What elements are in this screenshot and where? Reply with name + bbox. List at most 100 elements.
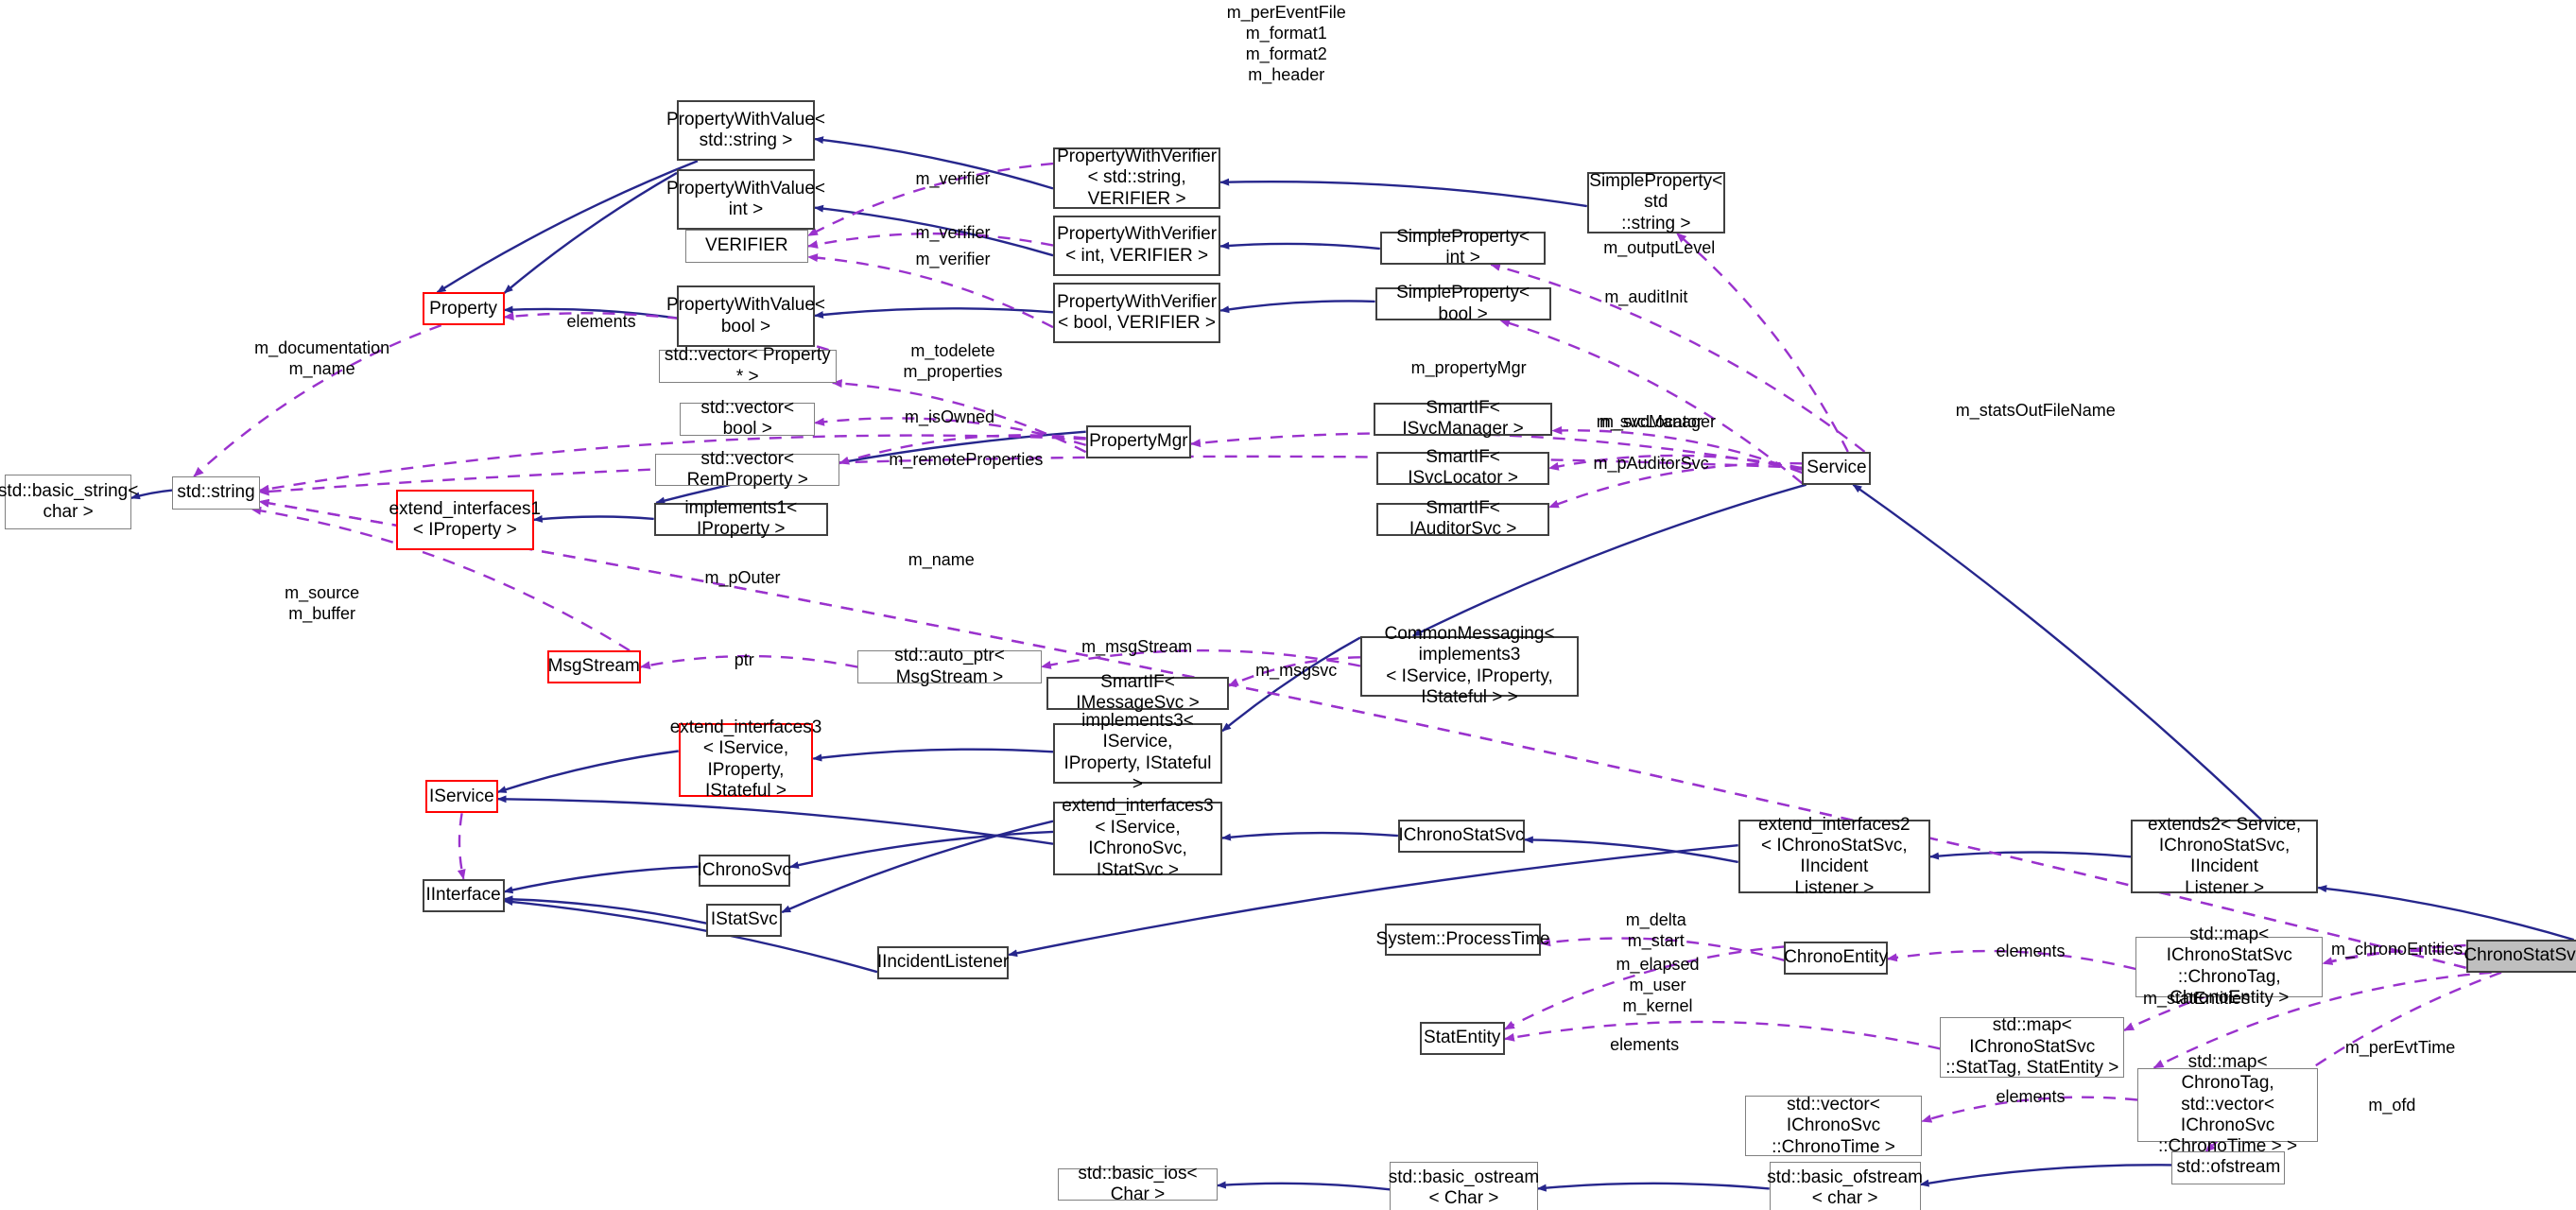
class-node-implements3ServiceProperty[interactable]: implements3< IService, IProperty, IState…	[1052, 711, 1222, 794]
class-node-vectorChronoTime[interactable]: std::vector< IChronoSvc ::ChronoTime >	[1744, 1095, 1923, 1157]
edge-propertyWithVerifierBool-to-propertyWithValueBool	[814, 307, 1054, 319]
edge-label-msgsvc: m_msgsvc	[1255, 660, 1338, 680]
edge-extends2-to-service	[1852, 483, 2262, 821]
class-node-stdBasicIosChar[interactable]: std::basic_ios< Char >	[1058, 1164, 1218, 1204]
class-node-commonMessaging[interactable]: CommonMessaging< implements3 < IService,…	[1359, 624, 1580, 707]
class-node-statEntity[interactable]: StatEntity	[1419, 1021, 1505, 1055]
class-node-property[interactable]: Property	[422, 292, 505, 326]
edge-extendInterfaces2-to-iChronoStatSvc	[1523, 836, 1738, 864]
edge-propertyWithValueInt-to-property	[503, 171, 678, 294]
class-node-smartIfMessageSvc[interactable]: SmartIF< IMessageSvc >	[1046, 672, 1229, 713]
class-node-mapChronoTagVector[interactable]: std::map< ChronoTag, std::vector< IChron…	[2136, 1052, 2319, 1156]
edge-label-auditInit: m_auditInit	[1604, 287, 1688, 307]
class-node-smartIfSvcManager[interactable]: SmartIF< ISvcManager >	[1373, 398, 1553, 439]
edge-iService-to-iInterface	[457, 813, 466, 880]
edge-iChronoStatSvc-to-extendInterfaces3ChronoStat	[1221, 831, 1398, 841]
class-node-propertyWithValueInt[interactable]: PropertyWithValue< int >	[666, 169, 825, 231]
edge-label-elementsVector: elements	[1996, 1087, 2066, 1107]
edge-stdBasicOstream-to-stdBasicIosChar	[1216, 1181, 1391, 1191]
class-node-stdBasicOfstream[interactable]: std::basic_ofstream < char >	[1767, 1161, 1923, 1210]
class-node-chronoEntity[interactable]: ChronoEntity	[1784, 941, 1888, 975]
class-node-chronoStatSvc[interactable]: ChronoStatSvc	[2464, 940, 2576, 973]
class-node-propertyWithValueString[interactable]: PropertyWithValue< std::string >	[666, 100, 825, 162]
edge-simplePropertyInt-to-propertyWithVerifierInt	[1219, 241, 1380, 251]
edge-label-isOwned: m_isOwned	[904, 406, 995, 426]
class-node-stdString[interactable]: std::string	[172, 475, 260, 510]
class-node-propertyWithVerifierInt[interactable]: PropertyWithVerifier < int, VERIFIER >	[1052, 215, 1221, 276]
class-node-iService[interactable]: IService	[425, 780, 498, 814]
class-node-iStatSvc[interactable]: IStatSvc	[706, 903, 783, 937]
class-node-mapStatTagStatEntity[interactable]: std::map< IChronoStatSvc ::StatTag, Stat…	[1940, 1015, 2125, 1078]
edge-implements3ServiceProperty-to-extendInterfaces3ServiceProperty	[812, 748, 1054, 762]
class-node-iChronoSvc[interactable]: IChronoSvc	[698, 854, 791, 888]
class-node-propertyWithVerifierString[interactable]: PropertyWithVerifier < std::string, VERI…	[1052, 147, 1221, 209]
class-node-verifier[interactable]: VERIFIER	[684, 230, 809, 264]
class-node-stdOfstream[interactable]: std::ofstream	[2171, 1151, 2286, 1184]
class-node-propertyMgr[interactable]: PropertyMgr	[1085, 425, 1191, 458]
edge-label-verifierLabel3: m_verifier	[915, 250, 991, 269]
edge-simplePropertyString-to-propertyWithVerifierString	[1219, 178, 1587, 208]
class-node-implements1IProperty[interactable]: implements1< IProperty >	[653, 498, 828, 539]
class-node-autoPtrMsgStream[interactable]: std::auto_ptr< MsgStream >	[857, 646, 1042, 687]
class-node-extendInterfaces1[interactable]: extend_interfaces1 < IProperty >	[389, 489, 541, 551]
class-node-vectorRemProperty[interactable]: std::vector< RemProperty >	[655, 449, 840, 490]
class-node-propertyWithVerifierBool[interactable]: PropertyWithVerifier < bool, VERIFIER >	[1052, 282, 1221, 344]
edge-label-sourceBuffer: m_source m_buffer	[285, 582, 360, 623]
class-node-extends2[interactable]: extends2< Service, IChronoStatSvc, IInci…	[2131, 815, 2319, 898]
edge-simplePropertyBool-to-propertyWithVerifierBool	[1219, 300, 1375, 314]
class-node-iIncidentListener[interactable]: IIncidentListener	[877, 946, 1009, 979]
edge-extendInterfaces3ServiceProperty-to-iService	[496, 750, 679, 794]
edge-implements1IProperty-to-extendInterfaces1	[532, 514, 654, 523]
class-node-simplePropertyInt[interactable]: SimpleProperty< int >	[1379, 227, 1547, 268]
edge-label-pOuter: m_pOuter	[704, 568, 781, 588]
class-node-iInterface[interactable]: IInterface	[422, 878, 505, 912]
class-node-service[interactable]: Service	[1802, 451, 1872, 485]
class-node-smartIfAuditorSvc[interactable]: SmartIF< IAuditorSvc >	[1376, 498, 1549, 539]
edge-label-documentationName: m_documentation m_name	[254, 338, 390, 378]
edge-label-ofd: m_ofd	[2368, 1096, 2416, 1115]
class-node-stdBasicStringChar[interactable]: std::basic_string< char >	[0, 475, 138, 529]
class-node-smartIfSvcLocator[interactable]: SmartIF< ISvcLocator >	[1376, 447, 1549, 488]
class-node-iChronoStatSvc[interactable]: IChronoStatSvc	[1397, 820, 1525, 853]
edge-label-pAuditorSvc: m_pAuditorSvc	[1593, 453, 1709, 473]
edge-label-todeleteProperties: m_todelete m_properties	[903, 341, 1003, 382]
class-node-stdBasicOstream[interactable]: std::basic_ostream < Char >	[1389, 1161, 1539, 1210]
edge-label-elementsStat: elements	[1610, 1034, 1680, 1054]
edge-stdOfstream-to-stdBasicOfstream	[1919, 1164, 2172, 1187]
edge-label-statEntities: m_statEntities	[2143, 989, 2251, 1009]
edge-label-remoteProperties: m_remoteProperties	[889, 450, 1044, 470]
class-node-msgStream[interactable]: MsgStream	[546, 650, 641, 683]
edge-extendInterfaces3ChronoStat-to-iService	[496, 795, 1054, 845]
edge-label-chronoEntities: m_chronoEntities	[2331, 940, 2464, 959]
edge-label-outputLevel: m_outputLevel	[1603, 237, 1716, 257]
class-node-vectorPropertyPtr[interactable]: std::vector< Property * >	[658, 345, 837, 387]
edge-label-propertyMgrLabel: m_propertyMgr	[1410, 357, 1527, 377]
edge-commonMessaging-to-implements3ServiceProperty	[1221, 636, 1361, 733]
edge-iChronoSvc-to-iInterface	[503, 865, 699, 894]
edge-label-msgStreamLabel: m_msgStream	[1081, 637, 1193, 657]
class-node-extendInterfaces2[interactable]: extend_interfaces2 < IChronoStatSvc, IIn…	[1738, 815, 1930, 898]
class-node-vectorBool[interactable]: std::vector< bool >	[680, 398, 815, 439]
edge-label-statsOutFileName: m_statsOutFileName	[1955, 401, 2116, 421]
class-node-propertyWithValueBool[interactable]: PropertyWithValue< bool >	[666, 285, 825, 347]
edge-label-svcLocator: m_svcLocator	[1596, 412, 1703, 432]
edge-label-elapsedUserKernel: m_elapsed m_user m_kernel	[1616, 954, 1700, 1015]
class-node-extendInterfaces3ChronoStat[interactable]: extend_interfaces3 < IService, IChronoSv…	[1052, 796, 1222, 880]
class-node-simplePropertyString[interactable]: SimpleProperty< std ::string >	[1586, 171, 1725, 233]
edge-label-verifierLabel1: m_verifier	[915, 169, 991, 188]
edge-chronoStatSvc-to-stdString	[258, 498, 2466, 969]
class-node-systemProcessTime[interactable]: System::ProcessTime	[1376, 923, 1550, 957]
edge-label-nameLabel: m_name	[908, 550, 975, 570]
edge-mapStatTagStatEntity-to-statEntity	[1503, 1020, 1941, 1050]
edge-chronoStatSvc-to-stdString	[258, 498, 2466, 969]
class-node-simplePropertyBool[interactable]: SimpleProperty< bool >	[1374, 283, 1551, 324]
edge-propertyWithValueString-to-property	[436, 160, 699, 294]
edge-extendInterfaces3ChronoStat-to-iChronoSvc	[788, 830, 1054, 870]
edge-extendInterfaces3ChronoStat-to-iStatSvc	[781, 820, 1054, 914]
edge-label-perEventFileGroup: m_perEventFile m_format1 m_format2 m_hea…	[1226, 3, 1346, 85]
class-node-extendInterfaces3ServiceProperty[interactable]: extend_interfaces3 < IService, IProperty…	[669, 717, 822, 802]
edge-label-verifierLabel2: m_verifier	[915, 223, 991, 243]
edge-chronoStatSvc-to-extends2	[2317, 885, 2575, 942]
